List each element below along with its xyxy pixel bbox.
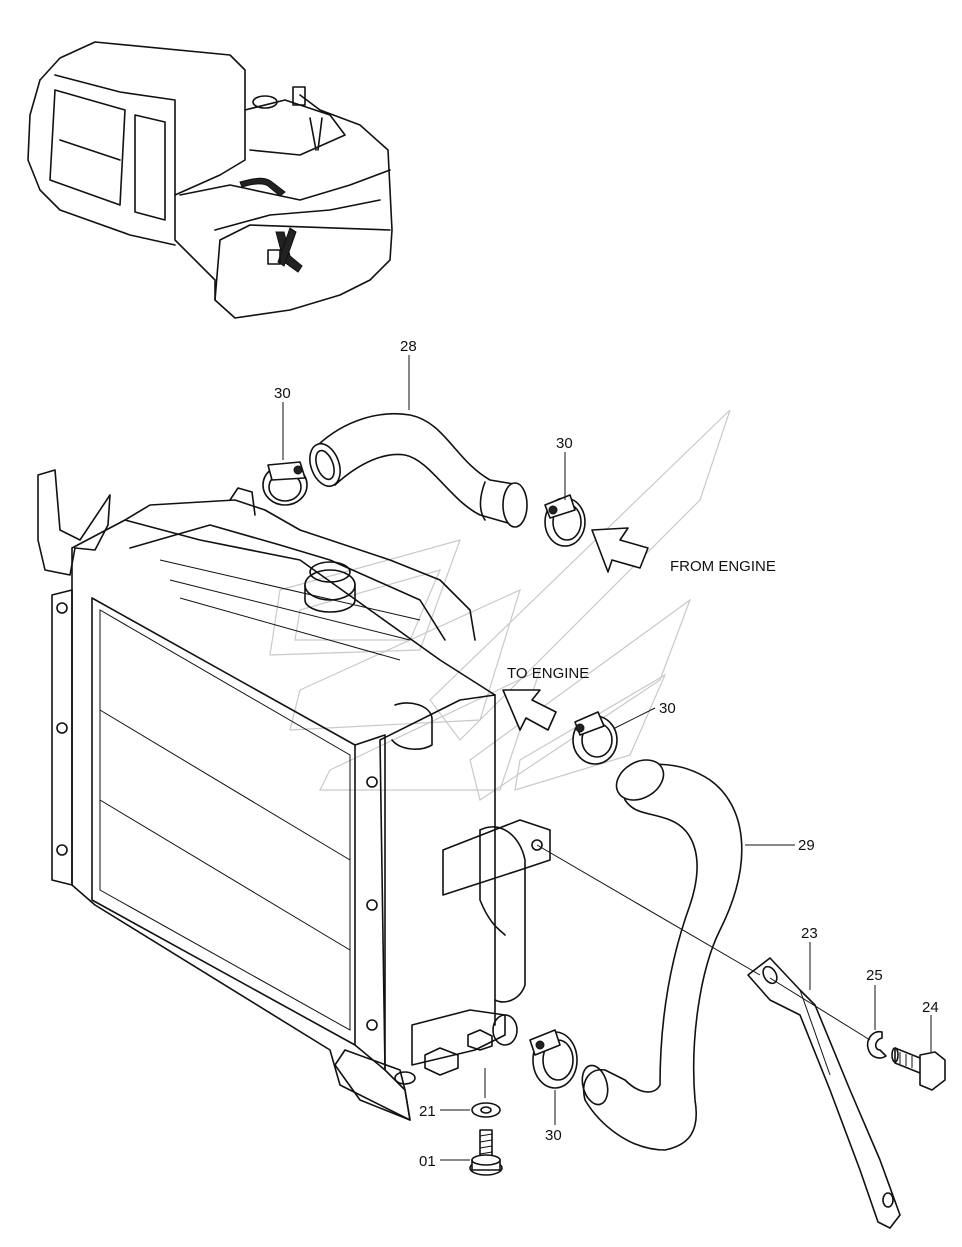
bolt-24	[891, 1047, 946, 1091]
hose-clamp-top-right	[544, 494, 586, 547]
callout-30-top-right: 30	[556, 435, 573, 452]
callout-21: 21	[419, 1103, 436, 1120]
stay-bracket	[747, 957, 901, 1229]
callout-28: 28	[400, 338, 417, 355]
washer-21	[471, 1102, 501, 1118]
washer-25	[866, 1030, 887, 1059]
callout-29: 29	[798, 837, 815, 854]
to-engine-arrow-icon	[502, 689, 557, 731]
callout-23: 23	[801, 925, 818, 942]
hose-clamp-bottom	[529, 1029, 578, 1089]
leader-lines	[282, 355, 932, 1161]
callout-30-top-left: 30	[274, 385, 291, 402]
radiator-assembly	[37, 469, 551, 1121]
hose-clamp-top-left	[262, 461, 308, 506]
upper-radiator-hose	[309, 412, 528, 528]
bolt-01	[469, 1129, 503, 1176]
callout-01: 01	[419, 1153, 436, 1170]
from-engine-label: FROM ENGINE	[670, 558, 776, 575]
excavator-overview-illustration	[27, 41, 393, 319]
callout-24: 24	[922, 999, 939, 1016]
callout-labels: 28 30 30 30 29 23 25 24 21 01 30 FROM EN…	[274, 338, 939, 1170]
callout-30-bottom: 30	[545, 1127, 562, 1144]
from-engine-arrow-icon	[591, 527, 649, 573]
hose-clamp-middle	[572, 711, 618, 765]
callout-30-middle: 30	[659, 700, 676, 717]
callout-25: 25	[866, 967, 883, 984]
watermark-logo	[269, 409, 731, 801]
to-engine-label: TO ENGINE	[507, 665, 589, 682]
lower-radiator-hose	[581, 759, 743, 1151]
